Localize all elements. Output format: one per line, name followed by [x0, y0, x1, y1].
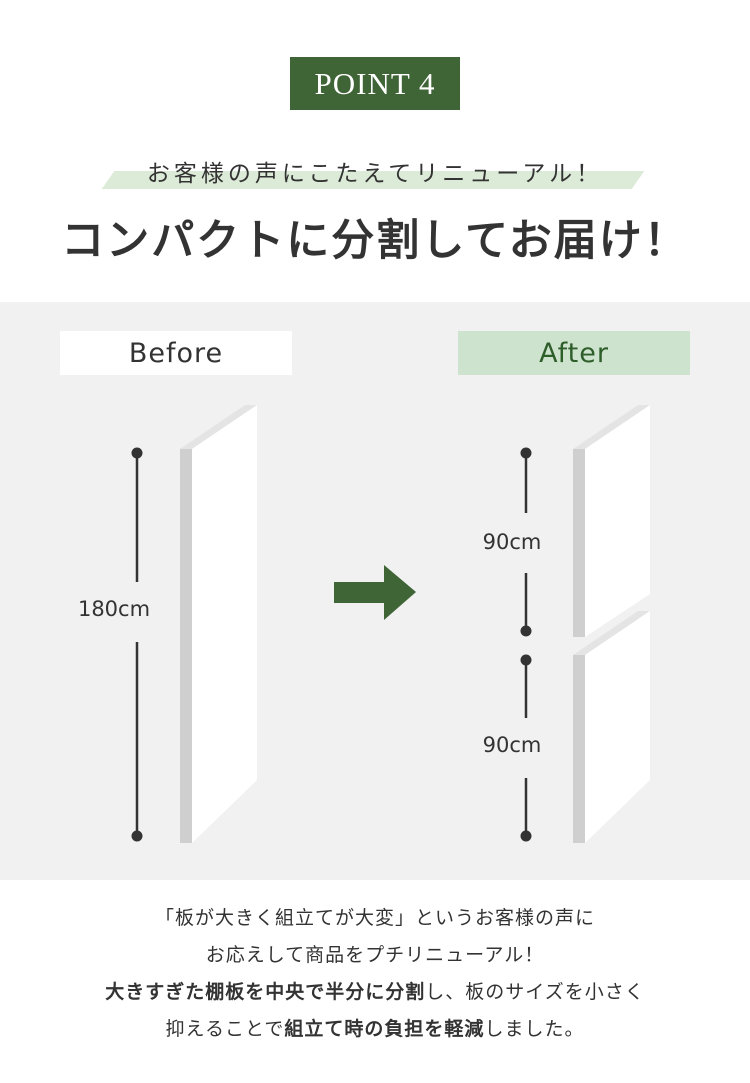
description-line-3-rest: し、板のサイズを小さく: [425, 981, 645, 1003]
after-dimension-label-top: 90cm: [482, 530, 542, 554]
after-label: After: [458, 331, 690, 375]
description-line-4-emphasis: 組立て時の負担を軽減: [284, 1018, 485, 1040]
before-label-text: Before: [128, 337, 224, 369]
before-dimension-label: 180cm: [77, 597, 151, 621]
after-label-text: After: [539, 337, 609, 369]
after-top-board-icon: [573, 405, 650, 637]
after-bottom-board-icon: [573, 611, 650, 843]
after-dimension-label-bottom: 90cm: [482, 733, 542, 757]
description-line-4-pre: 抑えることで: [165, 1018, 285, 1040]
description-line-3-emphasis: 大きすぎた棚板を中央で半分に分割: [105, 981, 426, 1003]
description-line-3: 大きすぎた棚板を中央で半分に分割し、板のサイズを小さく: [0, 974, 750, 1011]
right-arrow-icon: [334, 565, 416, 620]
before-dimension-line: [131, 447, 143, 842]
description-line-4: 抑えることで組立て時の負担を軽減しました。: [0, 1011, 750, 1048]
description: 「板が大きく組立てが大変」というお客様の声に お応えして商品をプチリニューアル！…: [0, 900, 750, 1048]
subtitle-block: お客様の声にこたえてリニューアル！: [0, 150, 750, 200]
after-dimension-line-bottom: [520, 654, 532, 842]
before-label: Before: [60, 331, 292, 375]
description-line-4-post: しました。: [484, 1018, 585, 1040]
subtitle: お客様の声にこたえてリニューアル！: [146, 161, 604, 187]
point-badge-label: POINT 4: [314, 65, 436, 101]
before-board-icon: [180, 405, 257, 843]
description-line-1: 「板が大きく組立てが大変」というお客様の声に: [154, 907, 595, 929]
point-badge: POINT 4: [290, 57, 460, 110]
after-dimension-line-top: [520, 447, 532, 637]
page-title: コンパクトに分割してお届け！: [61, 216, 689, 266]
description-line-2: お応えして商品をプチリニューアル！: [205, 944, 545, 966]
